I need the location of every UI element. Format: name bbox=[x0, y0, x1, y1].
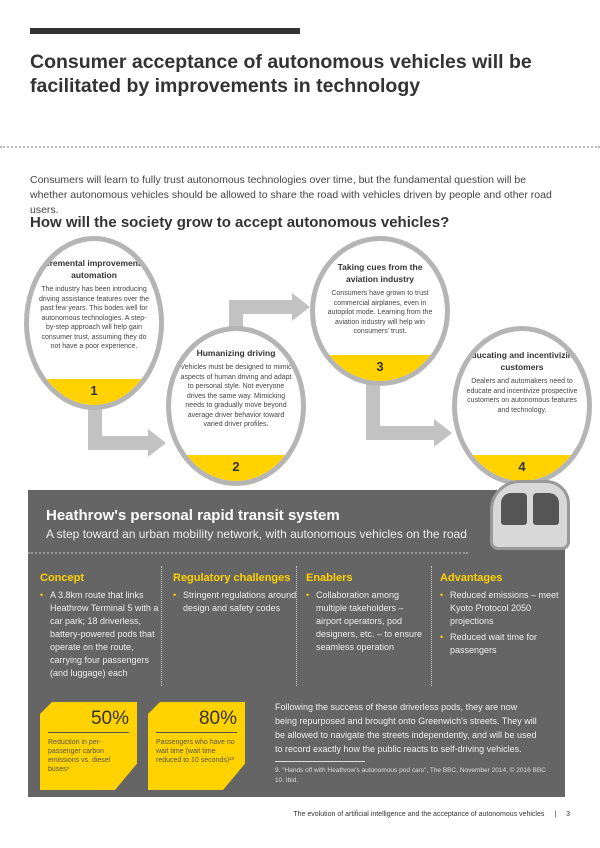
footnote: 10. Ibid. bbox=[275, 776, 299, 784]
step-number: 3 bbox=[315, 355, 445, 381]
section-question: How will the society grow to accept auto… bbox=[30, 214, 450, 231]
column-divider bbox=[431, 566, 432, 686]
footer-separator: | bbox=[554, 811, 557, 818]
column-regulatory: Regulatory challenges Stringent regulati… bbox=[173, 572, 298, 618]
arrow-head-icon bbox=[292, 293, 310, 321]
step-title: Humanizing driving bbox=[196, 348, 276, 358]
arrow-connector bbox=[88, 436, 150, 450]
panel-heading: Heathrow's personal rapid transit system bbox=[46, 507, 340, 524]
step-circle-3: Taking cues from the aviation industry C… bbox=[310, 236, 450, 386]
stat-description: Reduction in per-passenger carbon emissi… bbox=[48, 739, 111, 773]
bullet-item: Reduced emissions – meet Kyoto Protocol … bbox=[440, 589, 565, 628]
footnote: 9. "Hands off with Heathrow's autonomous… bbox=[275, 767, 546, 774]
top-accent-bar bbox=[30, 28, 300, 34]
footnotes: 9. "Hands off with Heathrow's autonomous… bbox=[275, 766, 555, 785]
stat-card: 80% Passengers who have no wait time (wa… bbox=[148, 702, 245, 790]
bullet-item: Collaboration among multiple takeholders… bbox=[306, 589, 431, 654]
page-footer: The evolution of artificial intelligence… bbox=[293, 811, 570, 818]
stat-card: 50% Reduction in per-passenger carbon em… bbox=[40, 702, 137, 790]
page-number: 3 bbox=[566, 811, 570, 818]
column-title: Concept bbox=[40, 572, 84, 584]
step-title: Incremental improvement in automation bbox=[37, 258, 151, 280]
step-circle-4: Educating and incentivizing customers De… bbox=[452, 326, 592, 486]
step-text: Consumers have grown to trust commercial… bbox=[327, 290, 433, 335]
divider bbox=[0, 146, 600, 148]
step-circle-1: Incremental improvement in automation Th… bbox=[24, 236, 164, 410]
intro-text: Consumers will learn to fully trust auto… bbox=[30, 174, 552, 216]
column-concept: Concept A 3.8km route that links Heathro… bbox=[40, 572, 165, 683]
step-number: 4 bbox=[457, 455, 587, 481]
step-text: The industry has been introducing drivin… bbox=[38, 286, 150, 350]
page-title: Consumer acceptance of autonomous vehicl… bbox=[30, 51, 532, 97]
panel-subheading: A step toward an urban mobility network,… bbox=[46, 527, 467, 541]
column-advantages: Advantages Reduced emissions – meet Kyot… bbox=[440, 572, 565, 660]
footer-text: The evolution of artificial intelligence… bbox=[293, 811, 545, 818]
stat-description: Passengers who have no wait time (wait t… bbox=[156, 739, 235, 764]
stat-value: 50% bbox=[48, 708, 129, 733]
column-title: Advantages bbox=[440, 572, 503, 584]
step-title: Taking cues from the aviation industry bbox=[337, 262, 423, 284]
arrow-head-icon bbox=[148, 429, 166, 457]
column-divider bbox=[296, 566, 297, 686]
step-number: 1 bbox=[29, 379, 159, 405]
divider bbox=[28, 552, 468, 554]
step-number: 2 bbox=[171, 455, 301, 481]
arrow-connector bbox=[229, 300, 295, 314]
pod-vehicle-image bbox=[490, 480, 570, 550]
column-title: Enablers bbox=[306, 572, 353, 584]
column-title: Regulatory challenges bbox=[173, 572, 291, 584]
step-circle-2: Humanizing driving Vehicles must be desi… bbox=[166, 326, 306, 486]
stat-value: 80% bbox=[156, 708, 237, 733]
greenwich-paragraph: Following the success of these driverles… bbox=[275, 702, 537, 754]
arrow-connector bbox=[366, 426, 436, 440]
footnote-divider bbox=[275, 761, 365, 762]
arrow-head-icon bbox=[434, 419, 452, 447]
heathrow-panel: Heathrow's personal rapid transit system… bbox=[28, 480, 570, 797]
bullet-item: Reduced wait time for passengers bbox=[440, 631, 565, 657]
bullet-item: Stringent regulations around design and … bbox=[173, 589, 298, 615]
step-text: Vehicles must be designed to mimic aspec… bbox=[180, 364, 292, 428]
column-enablers: Enablers Collaboration among multiple ta… bbox=[306, 572, 431, 657]
bullet-item: A 3.8km route that links Heathrow Termin… bbox=[40, 589, 165, 680]
step-text: Dealers and automakers need to educate a… bbox=[466, 378, 578, 414]
step-title: Educating and incentivizing customers bbox=[465, 350, 579, 372]
arrow-connector bbox=[366, 380, 380, 440]
